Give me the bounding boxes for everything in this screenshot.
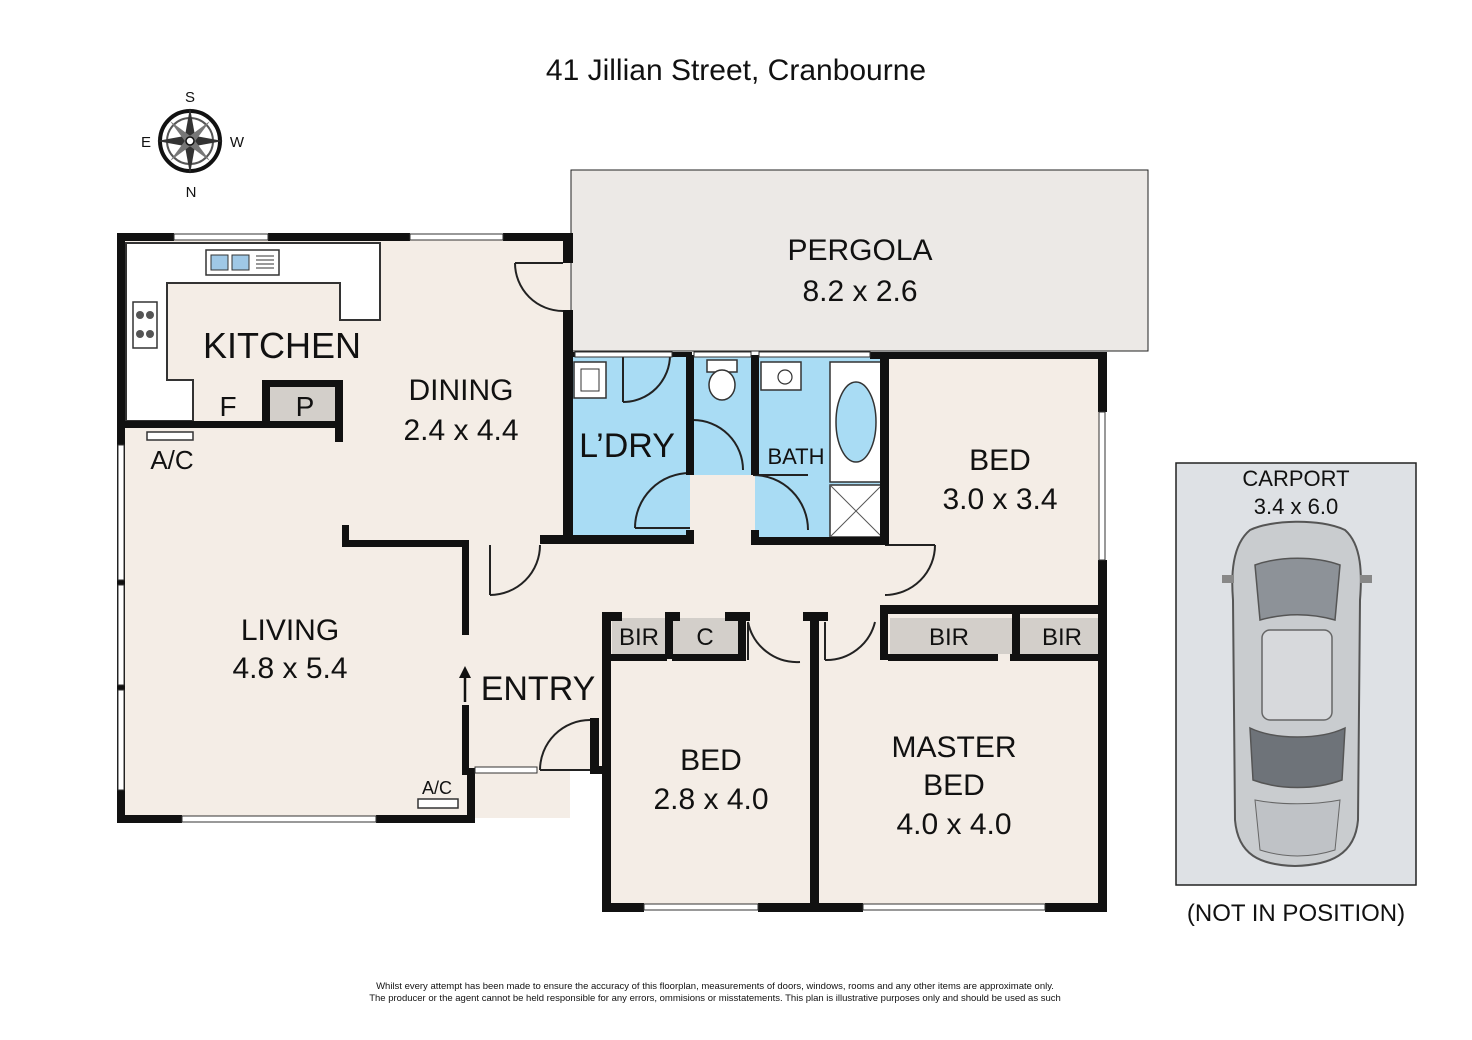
bed1-label: BED [969, 444, 1031, 477]
ac-label-1: A/C [150, 445, 193, 475]
entry-arrow-icon [459, 666, 471, 702]
compass-west-label: W [230, 134, 245, 151]
bathtub-icon [829, 361, 883, 483]
compass-north-label: N [186, 184, 197, 201]
fridge-label: F [219, 391, 236, 422]
disclaimer-line-2: The producer or the agent cannot be held… [369, 993, 1061, 1004]
pergola-size: 8.2 x 2.6 [802, 275, 917, 308]
living-size: 4.8 x 5.4 [232, 652, 347, 685]
shower-icon [829, 484, 883, 538]
laundry-label: L’DRY [579, 427, 675, 465]
bed2-size: 2.8 x 4.0 [653, 783, 768, 816]
compass-icon [157, 108, 223, 174]
dining-size: 2.4 x 4.4 [403, 414, 518, 447]
bath-label: BATH [767, 444, 824, 469]
bir-label-1: BIR [619, 624, 659, 651]
ac-unit-2 [417, 798, 459, 809]
door-swings [489, 262, 936, 771]
basin-icon [760, 361, 802, 391]
toilet-icon [706, 359, 738, 401]
not-in-position-note: (NOT IN POSITION) [1186, 900, 1406, 927]
entry-label: ENTRY [481, 670, 596, 708]
windows [117, 233, 1106, 911]
c-label: C [696, 624, 713, 651]
cooktop-icon [132, 301, 158, 349]
pantry-label: P [296, 391, 315, 422]
pergola-label: PERGOLA [787, 234, 932, 267]
car-icon [1222, 520, 1372, 868]
compass-south-label: S [185, 89, 195, 106]
kitchen-label: KITCHEN [203, 325, 361, 366]
ac-unit-1 [146, 431, 194, 441]
laundry-tub-icon [573, 361, 607, 399]
bir-label-2: BIR [929, 624, 969, 651]
pantry-box [270, 385, 342, 421]
bir-label-3: BIR [1042, 624, 1082, 651]
sink-icon [205, 249, 280, 276]
compass-east-label: E [141, 134, 151, 151]
disclaimer-line-1: Whilst every attempt has been made to en… [376, 981, 1054, 992]
bed2-label: BED [680, 744, 742, 777]
robe-bir-3 [1020, 618, 1100, 654]
bed1-size: 3.0 x 3.4 [942, 483, 1057, 516]
robe-c [672, 618, 738, 654]
ac-label-2: A/C [422, 778, 452, 798]
master-label-2: BED [923, 769, 985, 802]
living-label: LIVING [241, 614, 339, 647]
robe-bir-2 [890, 618, 1012, 654]
robe-bir-1 [612, 618, 667, 654]
carport-label: CARPORT [1242, 466, 1349, 491]
dining-label: DINING [409, 374, 514, 407]
master-size: 4.0 x 4.0 [896, 808, 1011, 841]
page-title: 41 Jillian Street, Cranbourne [545, 54, 927, 87]
master-label-1: MASTER [891, 731, 1016, 764]
carport-size: 3.4 x 6.0 [1254, 494, 1338, 519]
